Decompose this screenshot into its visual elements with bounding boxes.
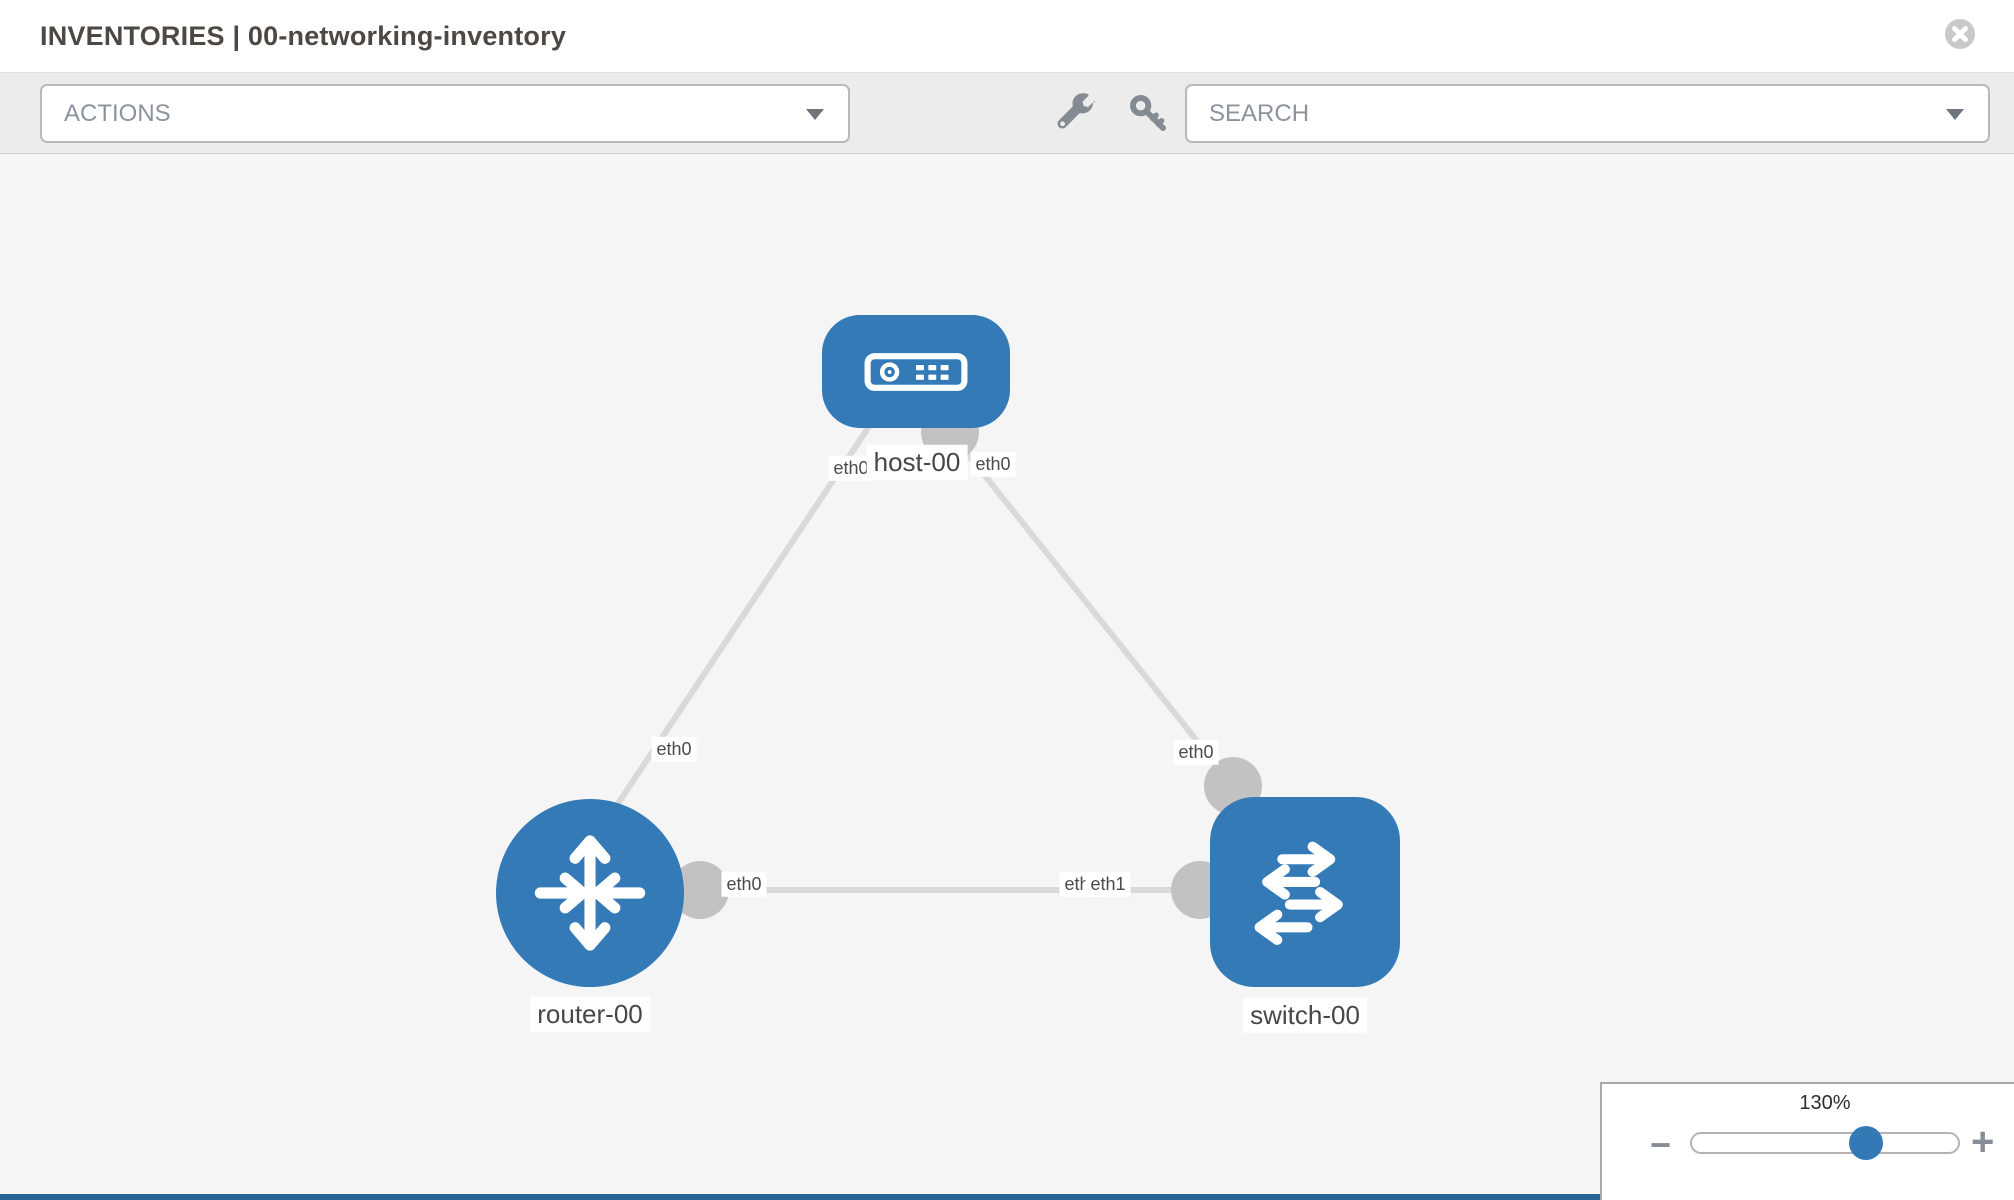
interface-label-router-eth0-top: eth0 [651,736,697,762]
zoom-slider-track[interactable] [1690,1132,1960,1154]
chevron-down-icon [1946,109,1964,120]
close-button[interactable] [1944,18,1976,50]
link-host-switch[interactable] [947,430,1236,788]
switch-icon [1254,841,1343,945]
close-icon [1945,19,1975,49]
zoom-slider-knob[interactable] [1849,1126,1883,1160]
tools-button[interactable] [1056,91,1100,135]
chevron-down-icon [806,109,824,120]
wrench-icon [1057,93,1096,129]
node-switch-00[interactable] [1210,797,1400,987]
zoom-panel: 130% − + [1600,1082,2014,1200]
footer-bar [0,1194,1620,1200]
zoom-in-button[interactable]: + [1971,1120,1995,1164]
zoom-level-text: 130% [1799,1092,1851,1114]
host-icon [864,352,968,391]
node-host-00[interactable] [822,315,1010,428]
credentials-button[interactable] [1126,91,1170,135]
interface-label-router-eth0-right: eth0 [721,871,767,897]
links-layer [614,403,1262,919]
node-label-host-00: host-00 [866,444,968,480]
node-label-switch-00: switch-00 [1243,997,1367,1033]
interface-label-switch-eth1: eth1 [1085,871,1131,897]
page-title: INVENTORIES | 00-networking-inventory [40,21,567,51]
key-icon [1130,95,1166,131]
header: INVENTORIES | 00-networking-inventory [0,0,2014,73]
actions-dropdown[interactable]: ACTIONS [40,84,850,143]
zoom-out-button[interactable]: − [1650,1124,1672,1165]
node-label-router-00: router-00 [530,996,650,1032]
toolbar: ACTIONS SEARCH [0,73,2014,154]
search-dropdown-label: SEARCH [1209,100,1310,127]
node-router-00[interactable] [496,799,684,987]
search-dropdown[interactable]: SEARCH [1185,84,1990,143]
router-icon [534,835,646,951]
interface-label-host-eth0-right: eth0 [970,451,1016,477]
interface-label-switch-eth0-top: eth0 [1173,739,1219,765]
interface-label-host-eth0-left: eth0 [828,455,874,481]
interface-connector[interactable] [671,861,729,919]
actions-dropdown-label: ACTIONS [64,100,171,127]
topology-canvas[interactable]: eth0 eth0 eth0 eth0 eth0 eth0 eth1 host-… [0,154,2014,1200]
